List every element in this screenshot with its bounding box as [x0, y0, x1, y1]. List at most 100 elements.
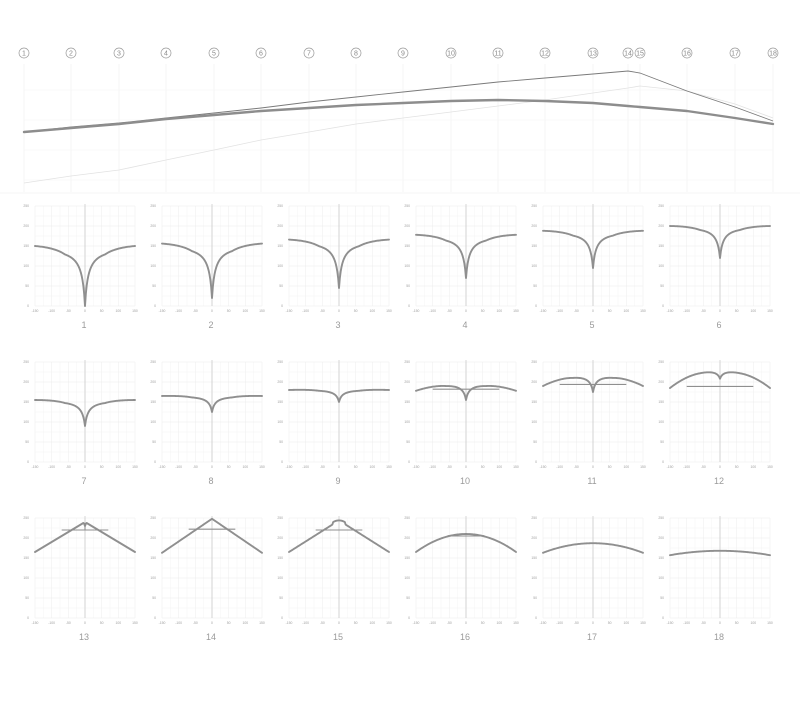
- x-tick-label: 100: [115, 465, 121, 469]
- station-marker-9: [397, 47, 409, 59]
- y-tick-label: 200: [150, 224, 156, 228]
- x-tick-label: -100: [175, 309, 182, 313]
- y-tick-label: 150: [658, 400, 664, 404]
- x-tick-label: -50: [320, 465, 325, 469]
- y-tick-label: 250: [658, 360, 664, 364]
- station-marker-3: [113, 47, 125, 59]
- x-tick-label: 150: [767, 465, 773, 469]
- y-tick-label: 150: [658, 556, 664, 560]
- x-tick-label: 100: [369, 465, 375, 469]
- y-tick-label: 50: [533, 284, 537, 288]
- x-tick-label: 150: [513, 309, 519, 313]
- x-tick-label: 100: [115, 621, 121, 625]
- y-tick-label: 50: [152, 596, 156, 600]
- x-tick-label: -50: [574, 621, 579, 625]
- y-tick-label: 100: [404, 264, 410, 268]
- x-tick-label: 150: [386, 309, 392, 313]
- section-caption-11: 11: [587, 476, 596, 486]
- x-tick-label: 50: [608, 309, 612, 313]
- section-caption-7: 7: [81, 476, 86, 486]
- y-tick-label: 200: [531, 536, 537, 540]
- x-tick-label: 0: [592, 309, 594, 313]
- y-tick-label: 100: [277, 264, 283, 268]
- y-tick-label: 100: [404, 576, 410, 580]
- station-label-1: 1: [22, 51, 26, 58]
- station-label-4: 4: [164, 51, 168, 58]
- x-tick-label: 50: [481, 621, 485, 625]
- y-tick-label: 150: [531, 400, 537, 404]
- y-tick-label: 100: [404, 420, 410, 424]
- x-tick-label: 50: [354, 309, 358, 313]
- y-tick-label: 50: [279, 440, 283, 444]
- y-tick-label: 200: [23, 380, 29, 384]
- y-tick-label: 200: [277, 224, 283, 228]
- x-tick-label: 150: [259, 621, 265, 625]
- section-caption-15: 15: [333, 632, 343, 642]
- x-tick-label: -50: [447, 309, 452, 313]
- y-tick-label: 50: [279, 284, 283, 288]
- x-tick-label: -50: [193, 621, 198, 625]
- x-tick-label: 100: [623, 465, 629, 469]
- y-tick-label: 200: [658, 380, 664, 384]
- station-marker-10: [445, 47, 457, 59]
- y-tick-label: 250: [277, 516, 283, 520]
- x-tick-label: 100: [242, 309, 248, 313]
- x-tick-label: 50: [735, 621, 739, 625]
- y-tick-label: 250: [277, 204, 283, 208]
- x-tick-label: 0: [338, 309, 340, 313]
- y-tick-label: 100: [150, 264, 156, 268]
- section-profile-curve: [161, 517, 263, 554]
- y-tick-label: 150: [150, 400, 156, 404]
- x-tick-label: 0: [84, 621, 86, 625]
- x-tick-label: 150: [640, 621, 646, 625]
- x-tick-label: -100: [683, 621, 690, 625]
- y-tick-label: 50: [152, 440, 156, 444]
- x-tick-label: -50: [701, 309, 706, 313]
- station-marker-4: [160, 47, 172, 59]
- y-tick-label: 0: [281, 460, 283, 464]
- station-label-5: 5: [212, 51, 216, 58]
- x-tick-label: 100: [750, 309, 756, 313]
- x-tick-label: -100: [302, 621, 309, 625]
- y-tick-label: 250: [23, 516, 29, 520]
- x-tick-label: 0: [592, 621, 594, 625]
- y-tick-label: 100: [23, 576, 29, 580]
- y-tick-label: 250: [404, 204, 410, 208]
- x-tick-label: 150: [259, 309, 265, 313]
- y-tick-label: 50: [533, 596, 537, 600]
- x-tick-label: -100: [175, 465, 182, 469]
- section-caption-13: 13: [79, 632, 89, 642]
- station-label-10: 10: [447, 51, 455, 58]
- faint-profile-line: [23, 85, 774, 184]
- y-tick-label: 200: [658, 536, 664, 540]
- y-tick-label: 250: [658, 516, 664, 520]
- y-tick-label: 150: [404, 556, 410, 560]
- section-caption-8: 8: [208, 476, 213, 486]
- station-label-12: 12: [541, 51, 549, 58]
- station-label-18: 18: [769, 51, 777, 58]
- x-tick-label: -50: [193, 465, 198, 469]
- y-tick-label: 200: [404, 224, 410, 228]
- x-tick-label: 0: [211, 465, 213, 469]
- station-marker-12: [539, 47, 551, 59]
- y-tick-label: 250: [531, 360, 537, 364]
- x-tick-label: -150: [286, 309, 293, 313]
- x-tick-label: 50: [354, 465, 358, 469]
- section-profile-curve: [161, 394, 263, 413]
- y-tick-label: 200: [150, 380, 156, 384]
- x-tick-label: 50: [100, 309, 104, 313]
- x-tick-label: -150: [667, 309, 674, 313]
- station-label-8: 8: [354, 51, 358, 58]
- section-profile-curve: [669, 371, 771, 389]
- section-caption-4: 4: [462, 320, 467, 330]
- x-tick-label: 0: [211, 309, 213, 313]
